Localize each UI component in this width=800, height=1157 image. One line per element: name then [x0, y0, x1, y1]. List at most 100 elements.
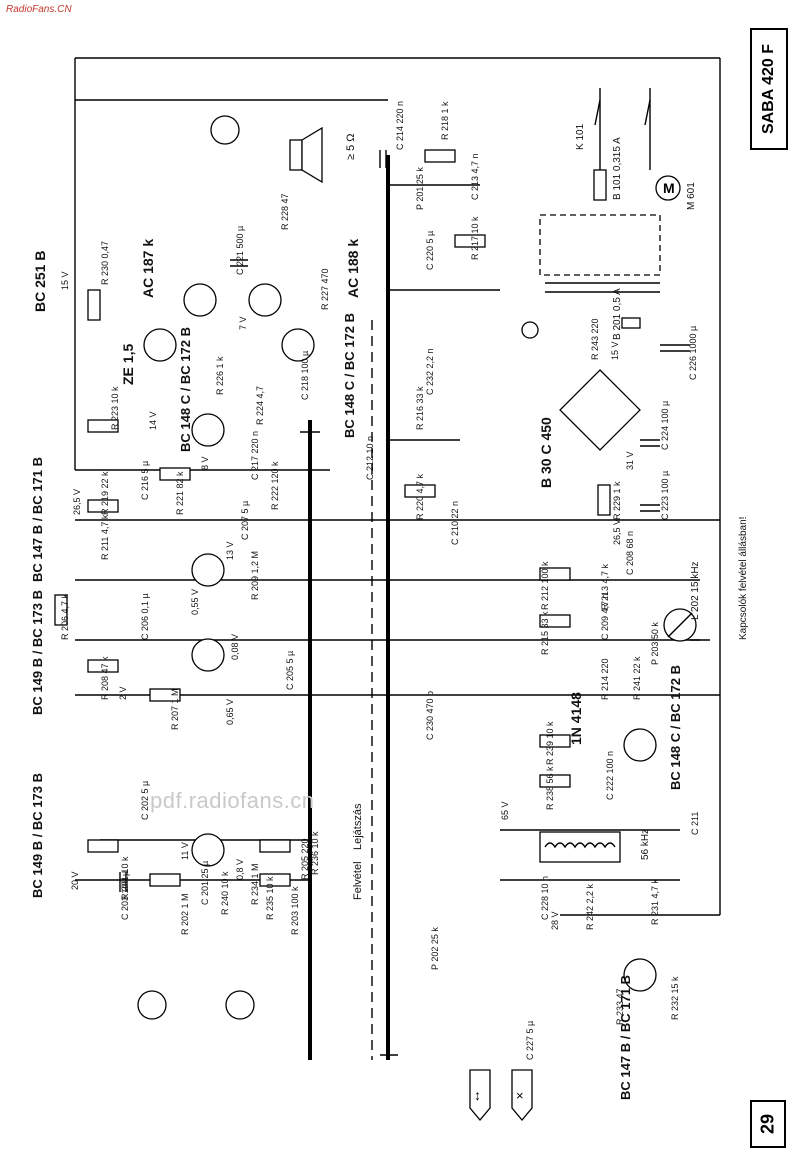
resistor-r215: [539, 614, 571, 628]
component-label: C 220 5 µ: [425, 230, 435, 270]
resistor-r230: [87, 289, 101, 321]
voltage-label: 31 V: [625, 451, 635, 470]
label-record: Felvétel: [352, 861, 364, 900]
component-label: C 209 4,7 n: [600, 593, 610, 640]
resistor-r207: [149, 688, 181, 702]
voltage-label: 28 V: [550, 911, 560, 930]
component-label: R 243 220: [590, 318, 600, 360]
component-label: C 228 10 n: [540, 875, 550, 920]
resistor-r205: [259, 839, 291, 853]
component-label: C 227 5 µ: [525, 1020, 535, 1060]
svg-text:M: M: [663, 180, 675, 196]
model-label: SABA 420 F: [760, 43, 777, 135]
component-label: R 215 33 k: [540, 611, 550, 655]
component-label: C 208 68 n: [625, 530, 635, 575]
label-t207-type: BC 251 B: [32, 250, 48, 312]
component-label: R 231 4,7 k: [650, 878, 660, 925]
resistor-r201: [87, 839, 119, 853]
resistor-r203: [259, 873, 291, 887]
component-label: C 213 4,7 n: [470, 153, 480, 200]
switch-k101-contact: [644, 99, 651, 126]
voltage-label: 0,08 V: [230, 633, 240, 660]
component-label: C 201 25 µ: [200, 860, 210, 905]
voltage-label: 0,65 V: [225, 698, 235, 725]
transistor-t201: [191, 833, 225, 867]
component-label: P 202 25 k: [430, 927, 440, 970]
voltage-label: 13 V: [225, 541, 235, 560]
model-box: SABA 420 F: [750, 28, 788, 150]
component-label: R 227 470: [320, 268, 330, 310]
label-motor: M 601: [686, 182, 697, 210]
component-label: R 212 100 k: [540, 561, 550, 610]
label-l202: L 202 15 kHz: [690, 561, 701, 620]
label-playback: Lejátszás: [352, 803, 364, 850]
meter-needle: [667, 612, 693, 638]
component-label: R 233 47: [615, 988, 625, 1025]
component-label: C 212 10 n: [365, 435, 375, 480]
component-label: R 203 100 k: [290, 886, 300, 935]
record-head-connector: [469, 1069, 491, 1122]
resistor-r238: [539, 774, 571, 788]
speaker-magnet: [289, 139, 303, 171]
resistor-r220: [404, 484, 436, 498]
component-label: R 228 47: [280, 193, 290, 230]
fuse-b101: [593, 169, 607, 201]
transistor-t203: [191, 553, 225, 587]
erase-head-connector: [511, 1069, 533, 1122]
component-label: R 234 1 M: [250, 863, 260, 905]
label-t201-type: BC 149 B / BC 173 B: [30, 773, 45, 898]
component-label: R 226 1 k: [215, 356, 225, 395]
component-label: R 218 1 k: [440, 101, 450, 140]
voltage-label: 65 V: [500, 801, 510, 820]
component-label: C 218 100 µ: [300, 350, 310, 400]
voltage-label: 26,5 V: [612, 518, 622, 545]
component-label: R 238 56 k: [545, 766, 555, 810]
switch-position-note: Kapcsolók felvétel állásban!: [738, 516, 749, 640]
component-label: R 208 47 k: [100, 656, 110, 700]
component-label: R 241 22 k: [632, 656, 642, 700]
component-label: C 203 100 µ: [120, 870, 130, 920]
component-label: C 206 0,1 µ: [140, 593, 150, 640]
component-label: R 224 4,7: [255, 385, 265, 425]
capacitor-c214: [379, 150, 387, 168]
component-label: R 221 82 k: [175, 471, 185, 515]
component-label: R 222 120 k: [270, 461, 280, 510]
switch-k101-contact: [594, 99, 601, 126]
label-t206-type: BC 148 C / BC 172 B: [178, 327, 193, 452]
component-label: C 232 2,2 n: [425, 348, 435, 395]
resistor-r223: [87, 419, 119, 433]
component-label: R 214 220: [600, 658, 610, 700]
resistor-r219: [159, 467, 191, 481]
component-label: R 202 1 M: [180, 893, 190, 935]
transistor-t207: [143, 328, 177, 362]
resistor-r211: [87, 499, 119, 513]
page-box: 29: [750, 1100, 786, 1148]
voltage-label: 20 V: [70, 871, 80, 890]
speaker-cone: [301, 126, 323, 184]
watermark: pdf.radiofans.cn: [150, 788, 315, 813]
label-fuse-b101: B 101 0,315 A: [612, 137, 623, 200]
voltage-label: 8 V: [200, 456, 210, 470]
voltage-label: 26,5 V: [72, 488, 82, 515]
resistor-r239: [539, 734, 571, 748]
voltage-label: 14 V: [148, 411, 158, 430]
voltage-label: 0,8 V: [235, 858, 245, 880]
resistor-r202: [149, 873, 181, 887]
component-label: C 217 220 n: [250, 430, 260, 480]
component-label: C 211: [690, 811, 700, 835]
voltage-label: 2 V: [118, 686, 128, 700]
label-speaker: ≥ 5 Ω: [345, 133, 357, 161]
label-oscillator-frequency: 56 kHz: [640, 828, 651, 860]
page-number: 29: [757, 1113, 778, 1135]
component-label: C 224 100 µ: [660, 400, 670, 450]
resistor-r218: [424, 149, 456, 163]
capacitor-c226: [660, 344, 690, 352]
voltage-label: 15 V: [610, 341, 620, 360]
capacitor-c221: [230, 259, 248, 267]
resistor-r229: [597, 484, 611, 516]
component-label: R 236 10 k: [310, 831, 320, 875]
component-label: R 206 4,7 k: [60, 593, 70, 640]
fuse-b201: [621, 317, 641, 329]
